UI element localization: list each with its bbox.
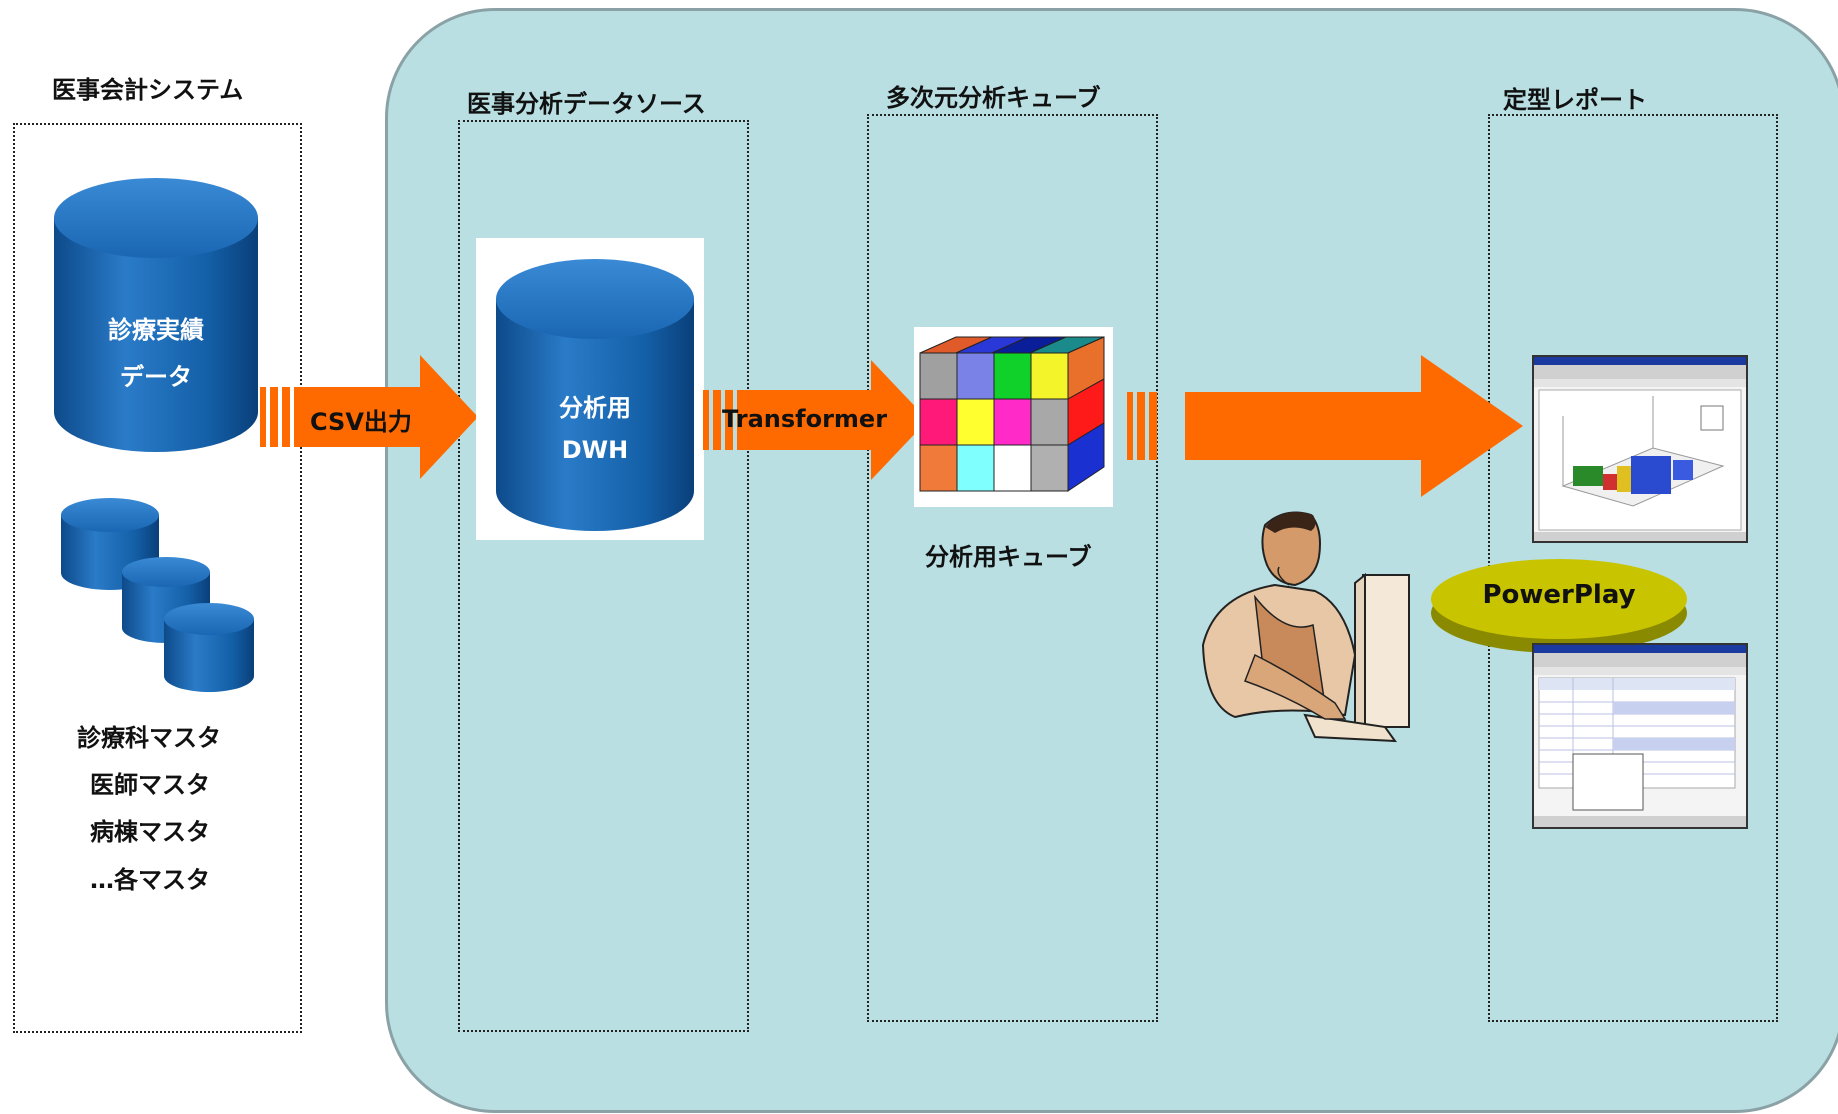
master-item: 診療科マスタ [77,724,221,752]
csv-export-label: CSV出力 [310,408,412,436]
master-item: 病棟マスタ [90,818,210,846]
report-chart-screenshot [1532,355,1748,543]
clinical-data-label-1: 診療実績 [108,316,204,344]
data-source-box [458,120,749,1032]
reports-title: 定型レポート [1503,86,1647,114]
master-item: …各マスタ [90,866,210,894]
analysis-platform-panel [385,8,1838,1113]
powerplay-disc-icon [1431,559,1687,653]
analysis-cube-label: 分析用キューブ [925,543,1092,571]
accounting-system-title: 医事会計システム [52,76,244,104]
data-source-title: 医事分析データソース [467,90,706,118]
master-db-icon-3 [164,603,254,692]
cube-title: 多次元分析キューブ [886,84,1101,112]
clinical-data-cylinder-icon [54,178,258,452]
master-item: 医師マスタ [90,771,210,799]
transformer-label: Transformer [722,405,888,433]
csv-export-arrow [260,355,478,479]
report-output-arrow [1127,355,1523,497]
dwh-cylinder-icon [496,259,694,531]
report-table-screenshot [1532,643,1748,829]
powerplay-label: PowerPlay [1482,580,1636,610]
transformer-arrow [703,360,928,480]
cube-box [867,114,1158,1022]
dwh-label-1: 分析用 [559,394,631,422]
analysis-cube-icon [919,336,1105,492]
accounting-system-box [13,123,302,1033]
analyst-user-icon [1201,511,1410,743]
clinical-data-label-2: データ [120,363,192,391]
dwh-label-2: DWH [561,436,629,464]
